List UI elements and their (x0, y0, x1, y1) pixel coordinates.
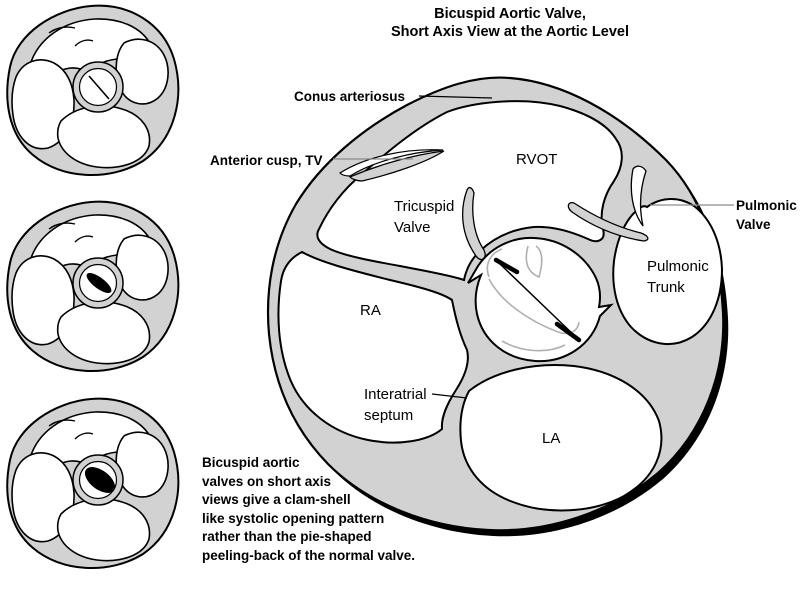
thumb-small-opening (86, 272, 112, 294)
thumb-clamshell-opening (84, 467, 116, 493)
label-conus-arteriosus: Conus arteriosus (294, 89, 406, 104)
figure-title: Bicuspid Aortic Valve, Short Axis View a… (310, 5, 710, 41)
anterior-cusp-leaflet (348, 150, 445, 182)
figure-title-line1: Bicuspid Aortic Valve, (434, 6, 586, 22)
label-rvot: RVOT (516, 151, 558, 168)
bicuspid-cusp-outline-4 (501, 340, 566, 352)
label-pulmonic-valve: Pulmonic Valve (736, 198, 797, 232)
thumbnail-partially-open-valve (6, 200, 180, 373)
conus-arteriosus-leader-line (418, 95, 493, 99)
ra-chamber (277, 250, 469, 444)
label-la: LA (542, 430, 561, 447)
bicuspid-cusp-outline-3 (488, 278, 580, 335)
pulmonic-valve-notch (630, 165, 647, 227)
interatrial-septum-leader-line (431, 393, 468, 399)
la-chamber (459, 364, 663, 512)
bicuspid-commissure-thick-upper (493, 257, 520, 275)
anterior-cusp-opening (339, 149, 444, 177)
thumbnail-closed-valve (6, 4, 180, 177)
figure-caption: Bicuspid aortic valves on short axis vie… (202, 455, 416, 563)
label-pulmonic-trunk: Pulmonic Trunk (647, 258, 709, 296)
tricuspid-valve-slit (462, 186, 486, 261)
figure-title-line2: Short Axis View at the Aortic Level (391, 24, 629, 40)
bicuspid-cusp-outline-1 (525, 245, 543, 279)
label-ra: RA (360, 302, 381, 319)
thumb-closed-commissure-line (88, 75, 110, 100)
pulmonic-valve-cusp (567, 201, 649, 242)
label-anterior-cusp-tv: Anterior cusp, TV (210, 153, 323, 168)
bicuspid-commissure-line (498, 262, 579, 340)
main-diagram (266, 76, 729, 537)
thumbnail-open-valve (6, 397, 180, 570)
label-tricuspid-valve: Tricuspid Valve (394, 198, 455, 236)
bicuspid-cusp-outline-2 (486, 248, 503, 278)
bicuspid-commissure-thick-lower (554, 321, 582, 343)
label-interatrial-septum: Interatrial septum (364, 386, 427, 424)
